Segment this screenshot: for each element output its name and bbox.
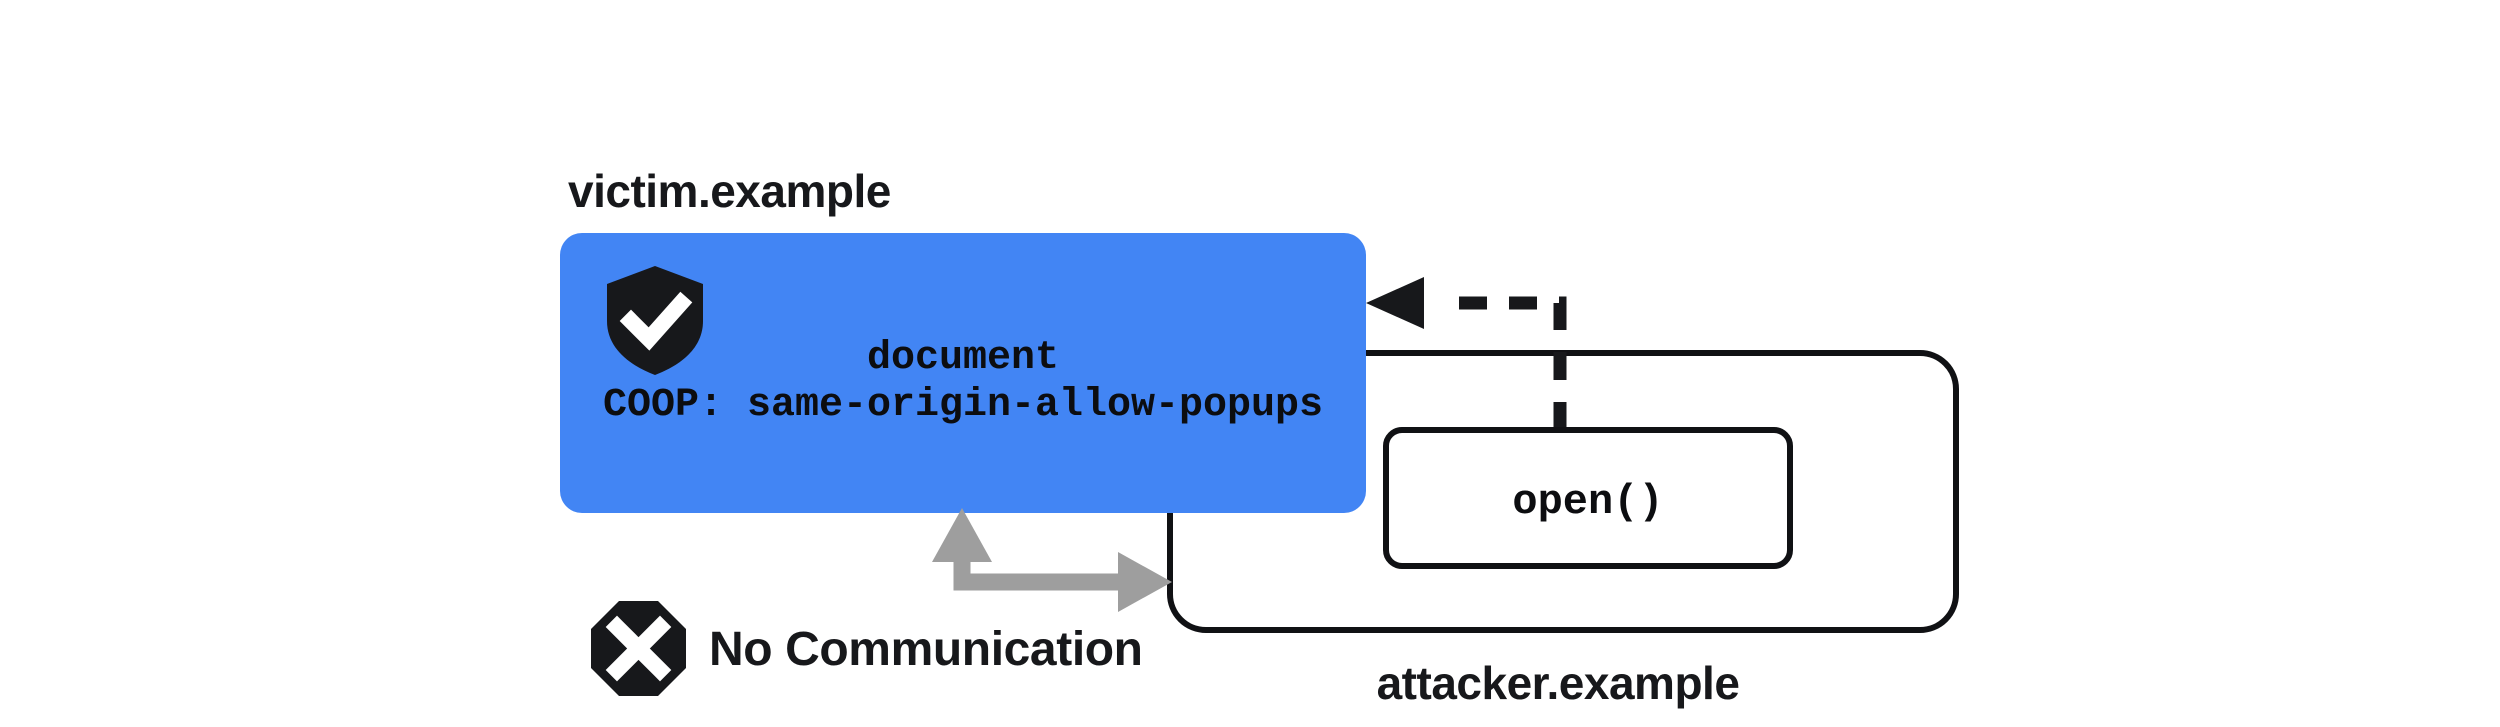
grey-elbow-double-arrow-icon xyxy=(932,508,1172,612)
no-communication-label: No Communication xyxy=(709,623,1143,676)
victim-origin-label: victim.example xyxy=(568,165,891,217)
victim-document-panel xyxy=(560,233,1366,513)
shield-check-icon xyxy=(607,266,703,375)
dashed-left-arrow-icon xyxy=(1366,277,1567,430)
document-label: document xyxy=(867,336,1059,381)
octagon-x-icon xyxy=(591,601,686,696)
open-call-box xyxy=(1383,427,1793,569)
coop-header-label: COOP: same-origin-allow-popups xyxy=(603,383,1323,428)
open-call-label: open() xyxy=(1512,478,1663,526)
attacker-origin-label: attacker.example xyxy=(1377,657,1740,709)
